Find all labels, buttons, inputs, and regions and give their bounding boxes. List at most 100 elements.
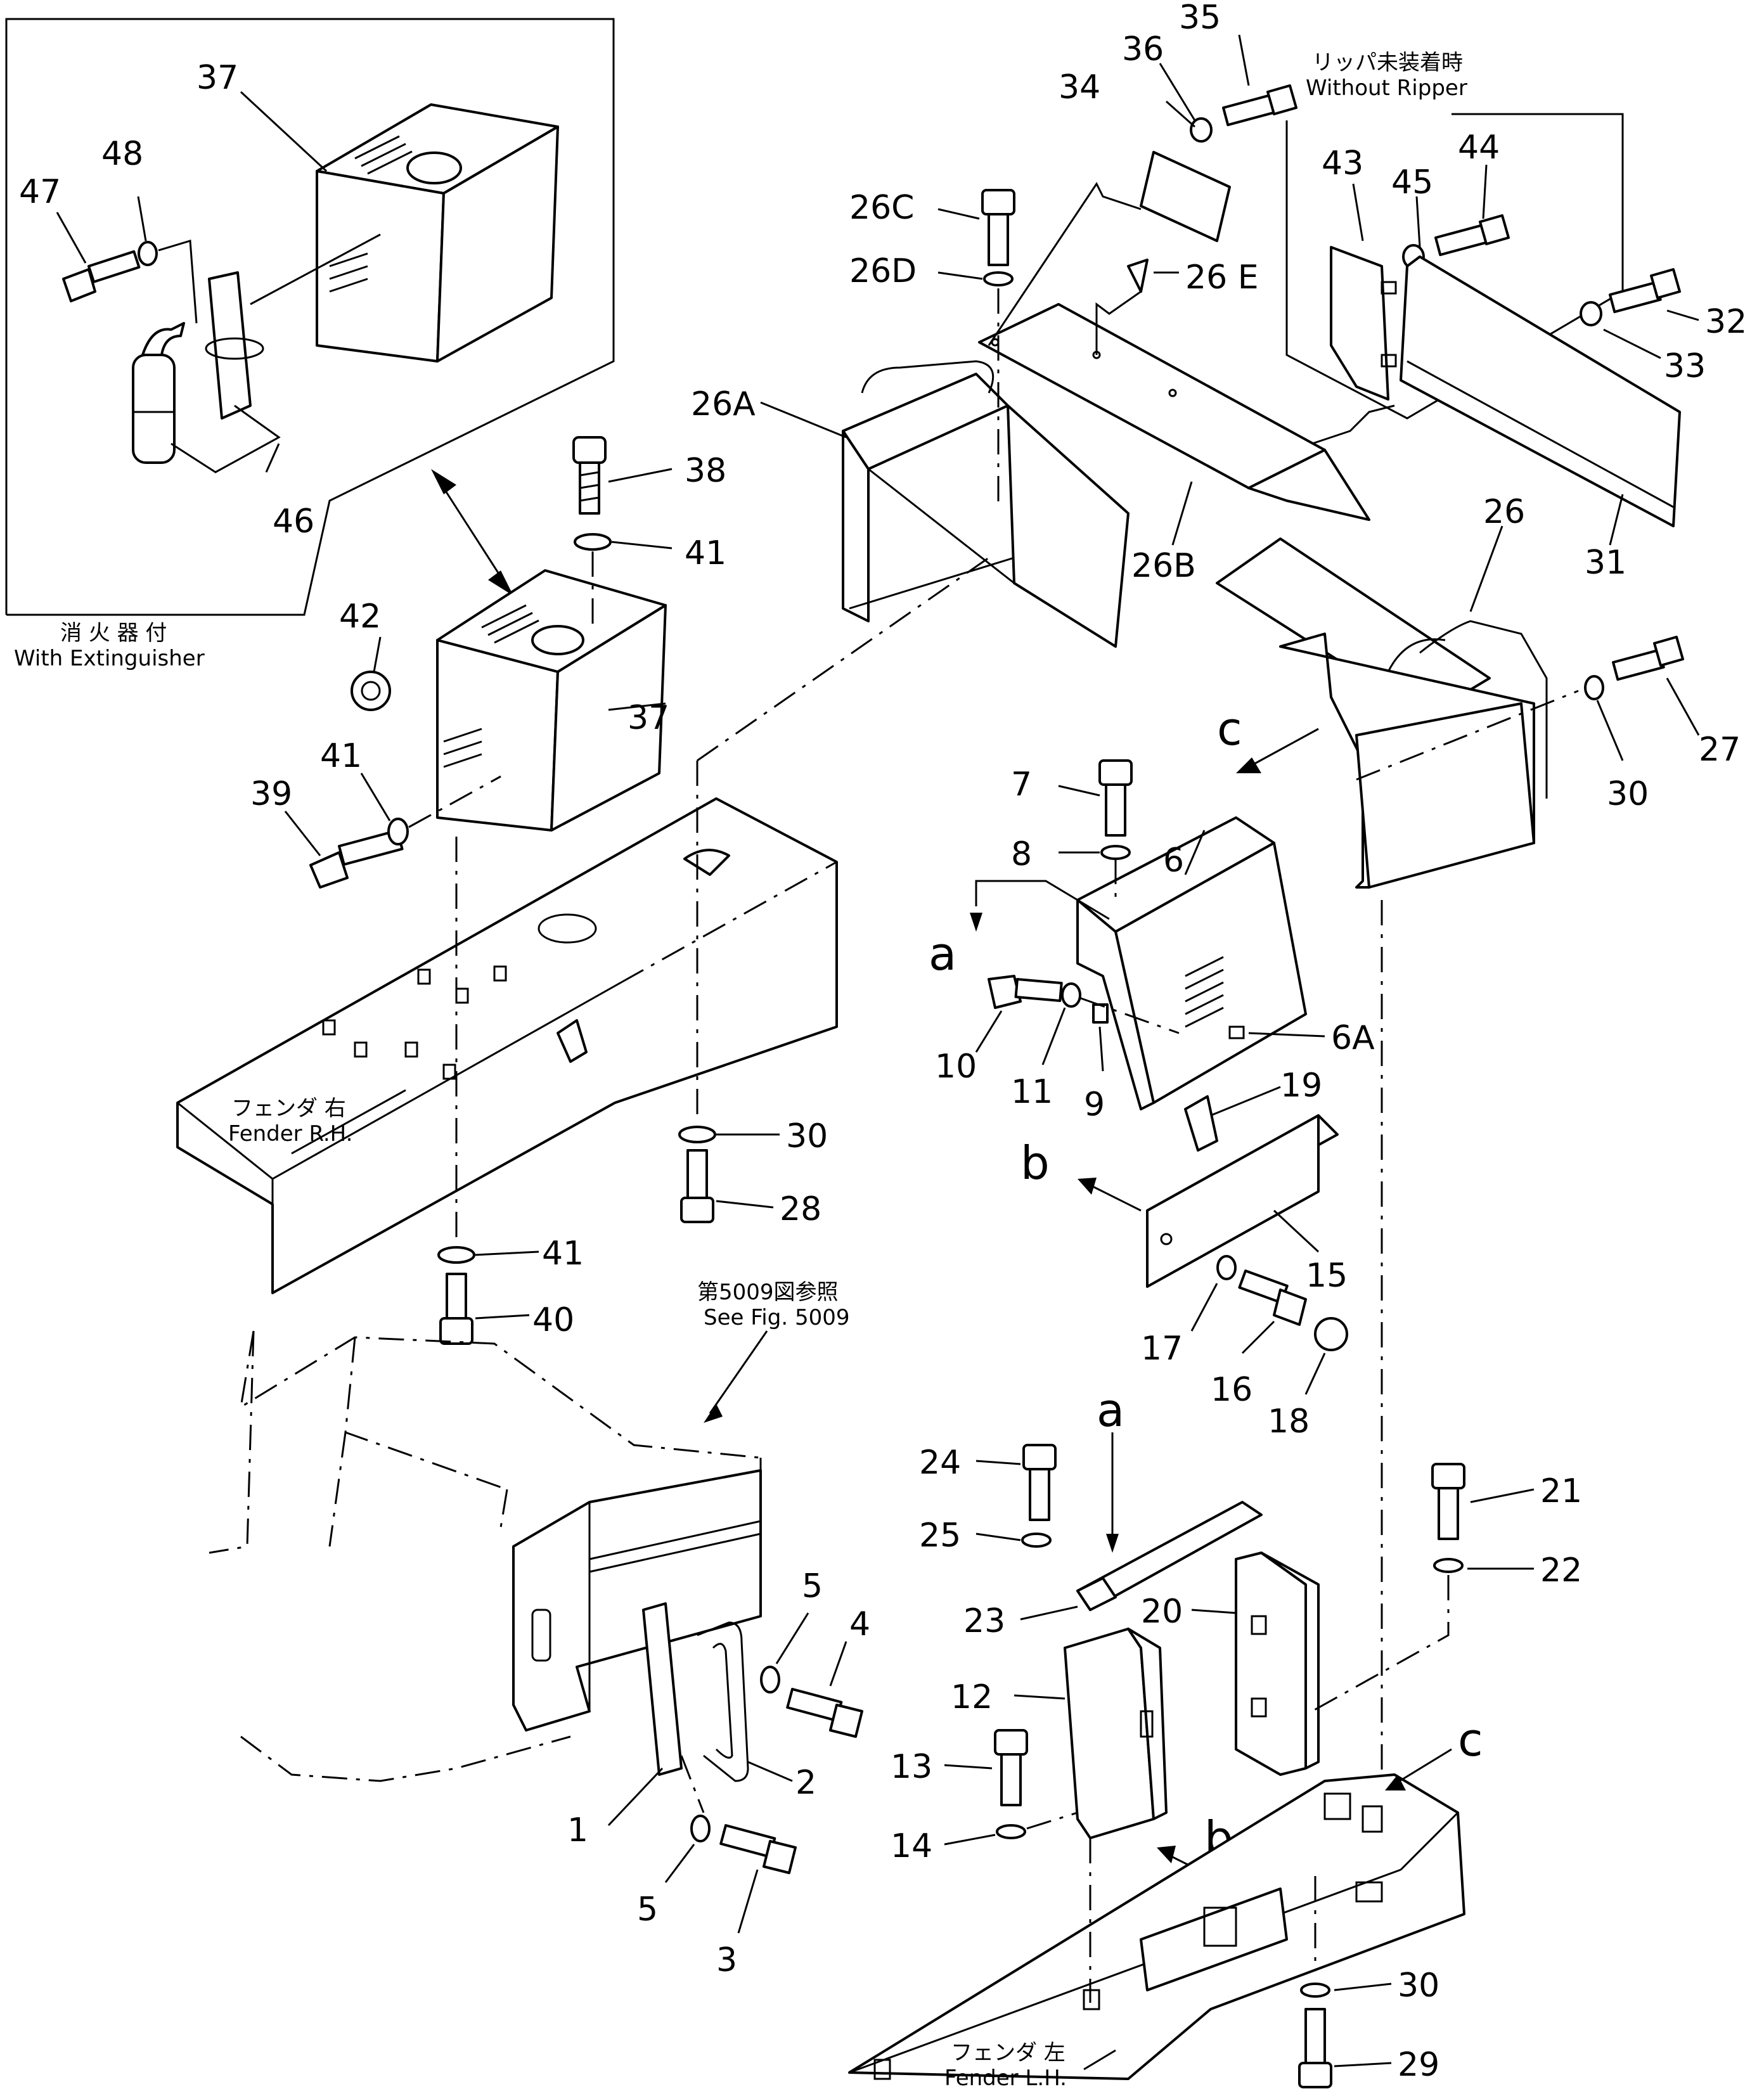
label-41-side: 41 — [320, 737, 362, 775]
drawing-stroke — [1190, 1283, 1218, 1332]
drawing-stroke — [861, 360, 995, 394]
drawing-stroke — [1098, 759, 1133, 786]
label-38: 38 — [685, 452, 726, 490]
plate-31 — [1400, 255, 1681, 527]
drawing-stroke — [328, 1432, 347, 1547]
rops-bracket-26B — [978, 303, 1370, 521]
drawing-stroke — [265, 443, 280, 473]
drawing-stroke — [1185, 956, 1224, 977]
drawing-stroke — [579, 496, 600, 502]
drawing-stroke — [1083, 1989, 1100, 2010]
label-18: 18 — [1268, 1403, 1310, 1441]
label-24: 24 — [919, 1444, 961, 1482]
drawing-stroke — [442, 1064, 456, 1080]
drawing-stroke — [1355, 1881, 1383, 1903]
plug-26E — [1127, 259, 1149, 293]
washer-8 — [1100, 845, 1131, 860]
drawing-stroke — [572, 436, 607, 464]
drawing-stroke — [443, 740, 482, 755]
bracket-23 — [1076, 1501, 1263, 1611]
drawing-stroke — [1334, 1983, 1392, 1991]
drawing-stroke — [1352, 183, 1364, 241]
drawing-stroke — [446, 1273, 467, 1320]
label-48: 48 — [101, 135, 143, 173]
drawing-stroke — [309, 851, 349, 889]
drawing-stroke — [1080, 997, 1180, 1034]
double-arrow — [431, 469, 513, 596]
label-10: 10 — [935, 1048, 977, 1086]
drawing-stroke — [487, 612, 533, 636]
drawing-stroke — [988, 213, 1009, 266]
washer-11 — [1061, 982, 1081, 1008]
drawing-stroke — [1304, 1353, 1326, 1395]
drawing-stroke — [291, 1089, 406, 1155]
drawing-stroke — [1479, 214, 1510, 245]
drawing-stroke — [1041, 1007, 1066, 1065]
clip-9 — [1092, 1003, 1109, 1024]
bolt-44 — [1434, 214, 1510, 257]
handrail-2 — [697, 1621, 749, 1782]
cap-18 — [1314, 1317, 1348, 1351]
drawing-stroke — [1381, 354, 1397, 368]
drawing-stroke — [531, 1609, 551, 1662]
drawing-stroke — [868, 468, 1015, 584]
drawing-stroke — [937, 271, 983, 280]
plate-34 — [1140, 151, 1231, 242]
washer-22 — [1433, 1558, 1464, 1573]
drawing-stroke — [1355, 702, 1535, 889]
note-without-ripper-en: Without Ripper — [1306, 75, 1467, 101]
drawing-stroke — [1609, 281, 1662, 314]
washer-30-c — [1300, 1983, 1330, 1998]
drawing-stroke — [354, 135, 400, 160]
drawing-stroke — [1266, 84, 1297, 115]
drawing-stroke — [988, 182, 1142, 346]
bolt-7 — [1098, 759, 1133, 837]
drawing-stroke — [1095, 290, 1142, 355]
drawing-stroke — [1022, 1444, 1057, 1470]
drawing-stroke — [1469, 525, 1503, 612]
drawing-stroke — [848, 1773, 1465, 2080]
drawing-stroke — [240, 1735, 571, 1782]
drawing-stroke — [589, 1520, 761, 1560]
washer-25 — [1021, 1533, 1052, 1548]
drawing-stroke — [177, 1102, 273, 1180]
drawing-stroke — [240, 91, 328, 172]
bracket-19 — [1184, 1095, 1218, 1152]
label-9: 9 — [1084, 1086, 1105, 1124]
label-41-top: 41 — [685, 534, 726, 572]
label-28: 28 — [780, 1190, 821, 1228]
drawing-stroke — [132, 354, 176, 464]
bolt-28 — [680, 1149, 714, 1223]
drawing-stroke — [1247, 449, 1370, 521]
drawing-stroke — [1157, 1846, 1176, 1863]
drawing-stroke — [1387, 638, 1446, 672]
drawing-stroke — [664, 1844, 695, 1883]
drawing-stroke — [56, 212, 87, 264]
drawing-stroke — [621, 861, 837, 984]
view-letter-a-top: a — [929, 927, 956, 980]
washer-5-b — [690, 1815, 711, 1842]
label-26: 26 — [1483, 493, 1525, 531]
washer-30-a — [678, 1126, 716, 1143]
drawing-stroke — [829, 1641, 847, 1687]
label-35: 35 — [1179, 0, 1221, 37]
view-letter-a-bottom: a — [1097, 1384, 1124, 1437]
drawing-stroke — [1311, 404, 1395, 445]
inset-cabinet — [316, 103, 559, 363]
drawing-stroke — [1666, 678, 1700, 736]
drawing-stroke — [686, 1149, 708, 1199]
drawing-stroke — [499, 1489, 508, 1528]
bolt-40 — [439, 1273, 473, 1345]
drawing-stroke — [344, 1337, 508, 1491]
drawing-stroke — [1020, 1605, 1078, 1621]
label-19: 19 — [1280, 1067, 1322, 1105]
label-26B: 26B — [1131, 547, 1196, 585]
label-2: 2 — [795, 1764, 816, 1802]
drawing-stroke — [373, 636, 382, 672]
label-17: 17 — [1141, 1330, 1183, 1368]
drawing-stroke — [1260, 1552, 1320, 1770]
label-21: 21 — [1540, 1472, 1582, 1510]
drawing-stroke — [1407, 360, 1674, 508]
drawing-stroke — [1666, 309, 1699, 321]
label-6: 6 — [1163, 842, 1184, 880]
